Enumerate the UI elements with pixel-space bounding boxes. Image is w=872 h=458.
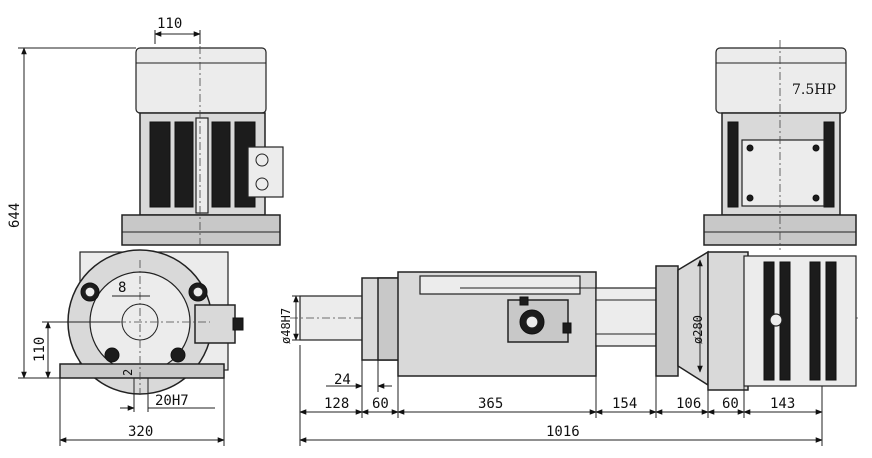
dim-keyway: 20H7 (120, 378, 215, 412)
dim-small-2-label: 2 (121, 369, 135, 376)
dim-seg-60a: 60 (372, 396, 389, 412)
dim-seg-60b: 60 (722, 396, 739, 412)
dim-seg-106: 106 (676, 396, 701, 412)
dim-shaft-height: 110 (32, 321, 120, 379)
terminal-box-left (247, 146, 284, 198)
bolt-left-3 (104, 347, 120, 363)
dim-shaft-diameter: ø48H7 (279, 295, 300, 344)
bolt-left-4 (170, 347, 186, 363)
dim-offset-24: 24 (326, 360, 392, 392)
dim-total-height: 644 (7, 47, 136, 379)
dim-chain-row: 128 60 365 154 106 60 143 (299, 345, 823, 446)
terminal-box-right (741, 139, 825, 207)
dim-seg-128: 128 (324, 396, 349, 412)
dim-small-8-label: 8 (118, 280, 126, 296)
dim-offset-24-label: 24 (334, 372, 351, 388)
base-plate-left (59, 363, 225, 379)
dim-base-width-label: 320 (128, 424, 153, 440)
dim-shaft-diameter-label: ø48H7 (279, 308, 293, 344)
dim-total-length: 1016 (299, 424, 823, 443)
gearbox-right (743, 255, 857, 387)
gearbox-flange (655, 265, 679, 377)
dim-keyway-label: 20H7 (155, 393, 189, 409)
dim-seg-143: 143 (770, 396, 795, 412)
dim-small-2: 2 (121, 369, 135, 376)
motor-rating-label: 7.5HP (792, 82, 836, 98)
dim-seg-154: 154 (612, 396, 637, 412)
dim-seg-365: 365 (478, 396, 503, 412)
tie-rod (595, 287, 657, 347)
cooling-fins-left (149, 117, 256, 214)
dim-top-width-label: 110 (157, 16, 182, 32)
dim-total-length-label: 1016 (546, 424, 580, 440)
dim-flange-diameter-label: ø280 (691, 315, 705, 344)
dim-shaft-height-label: 110 (32, 337, 48, 362)
side-view-left (59, 30, 284, 395)
dim-top-width: 110 (154, 16, 201, 44)
front-view: 7.5HP (290, 40, 860, 391)
motor-cap-left (135, 47, 267, 114)
dim-total-height-label: 644 (7, 203, 23, 228)
motor-flange-left (121, 214, 281, 246)
dim-flange-diameter: ø280 (691, 259, 705, 373)
gearbox-housing (707, 251, 749, 391)
side-box-left (194, 304, 236, 344)
motor-cap-right (715, 47, 847, 114)
dim-base-width: 320 (59, 378, 225, 446)
dim-small-8: 8 (112, 280, 150, 297)
